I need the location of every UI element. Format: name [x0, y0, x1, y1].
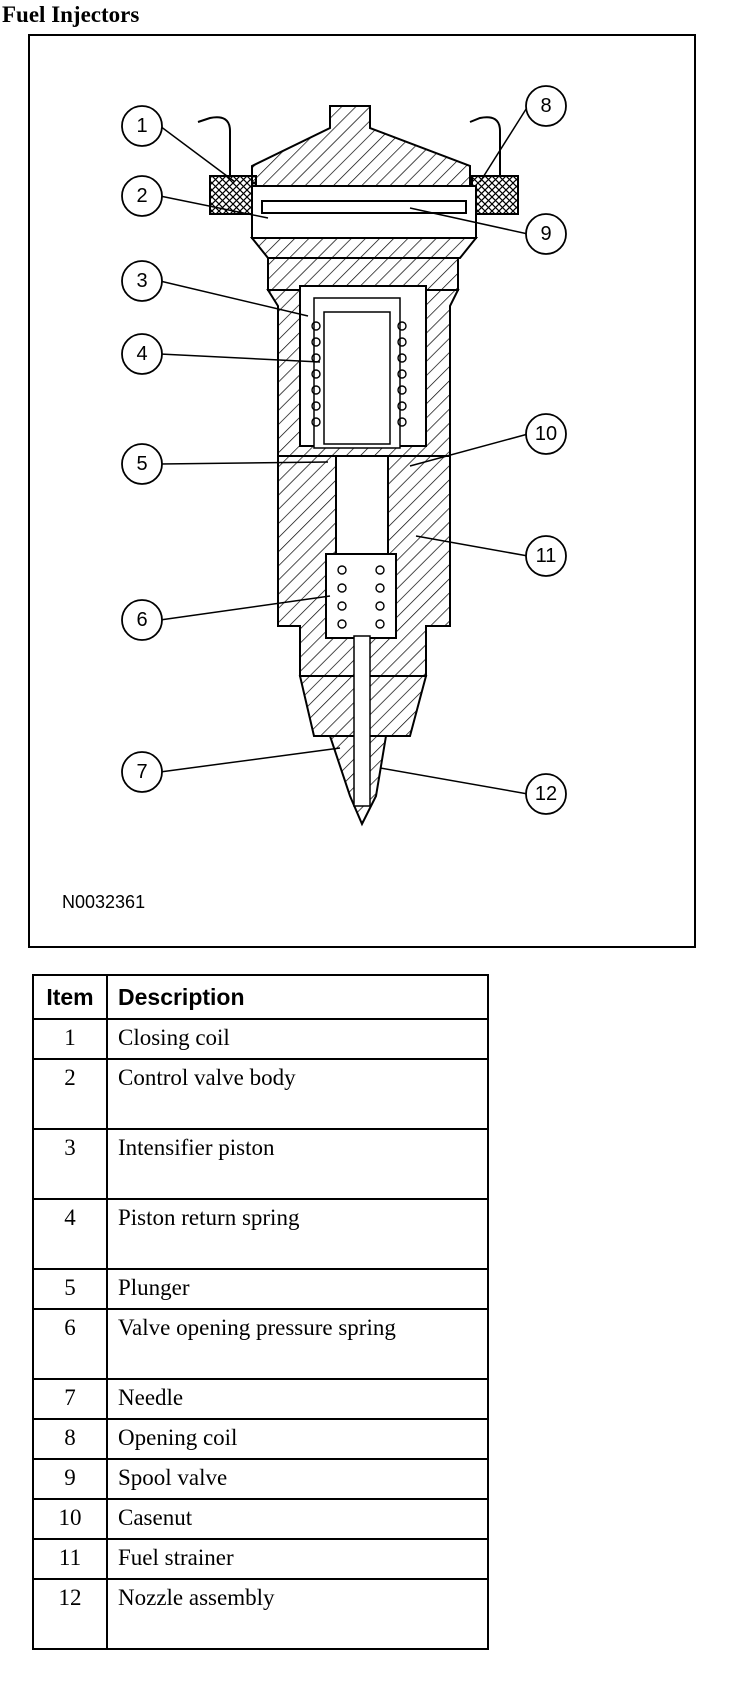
item-description: Nozzle assembly — [106, 1578, 489, 1650]
item-number: 6 — [32, 1308, 108, 1380]
callout-label: 2 — [136, 185, 147, 207]
item-number: 7 — [32, 1378, 108, 1420]
item-number: 1 — [32, 1018, 108, 1060]
item-number: 10 — [32, 1498, 108, 1540]
item-description: Opening coil — [106, 1418, 489, 1460]
item-number: 2 — [32, 1058, 108, 1130]
item-description: Needle — [106, 1378, 489, 1420]
item-description: Closing coil — [106, 1018, 489, 1060]
item-number: 9 — [32, 1458, 108, 1500]
item-number: 4 — [32, 1198, 108, 1270]
callout-label: 4 — [136, 343, 147, 365]
item-number: 8 — [32, 1418, 108, 1460]
item-number: 5 — [32, 1268, 108, 1310]
callout-label: 6 — [136, 609, 147, 631]
callout-label: 7 — [136, 761, 147, 783]
item-description: Valve opening pressure spring — [106, 1308, 489, 1380]
callout-label: 1 — [136, 115, 147, 137]
injector-cutaway-drawing: 1 2 3 4 5 6 7 8 9 10 11 12 — [121, 85, 567, 827]
item-description: Intensifier piston — [106, 1128, 489, 1200]
callout-label: 8 — [540, 95, 551, 117]
figure-id: N0032361 — [62, 892, 146, 912]
callout-bubbles — [121, 85, 567, 815]
page-title: Fuel Injectors — [2, 2, 140, 27]
table-header-row: Item Description — [32, 974, 489, 1020]
callout-label: 3 — [136, 270, 147, 292]
item-description: Casenut — [106, 1498, 489, 1540]
callout-label: 11 — [536, 545, 557, 567]
item-number: 12 — [32, 1578, 108, 1650]
callout-label: 9 — [540, 223, 551, 245]
item-description: Control valve body — [106, 1058, 489, 1130]
injector-body — [197, 105, 519, 827]
item-number: 11 — [32, 1538, 108, 1580]
header-item: Item — [32, 974, 108, 1020]
item-description: Piston return spring — [106, 1198, 489, 1270]
item-description: Spool valve — [106, 1458, 489, 1500]
item-number: 3 — [32, 1128, 108, 1200]
callout-label: 10 — [535, 423, 557, 445]
item-description: Plunger — [106, 1268, 489, 1310]
callout-leaders — [159, 105, 529, 795]
header-description: Description — [106, 974, 489, 1020]
injector-diagram: 1 2 3 4 5 6 7 8 9 10 11 12 N0032361 — [28, 34, 696, 948]
item-description: Fuel strainer — [106, 1538, 489, 1580]
callout-label: 5 — [136, 453, 147, 475]
callout-label: 12 — [535, 783, 557, 805]
